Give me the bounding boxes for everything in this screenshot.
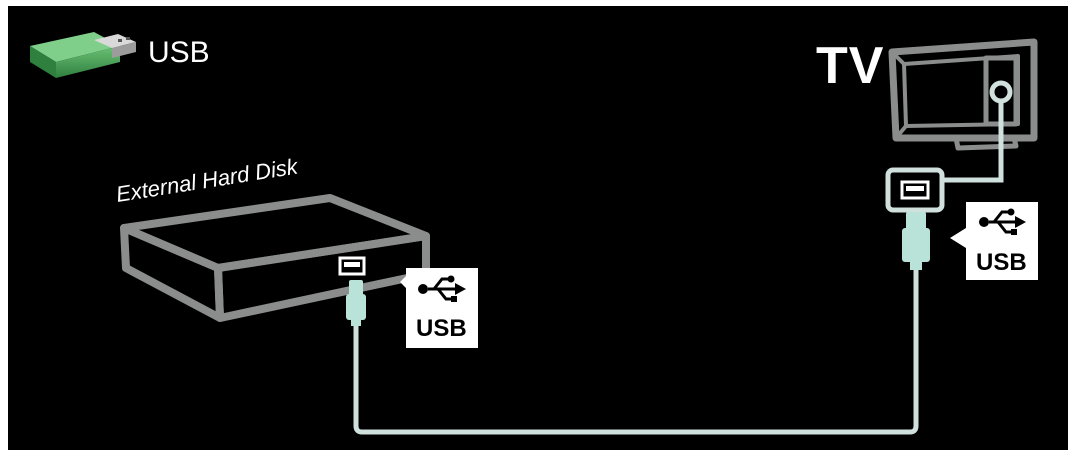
diagram-graphics: USB USB [30, 32, 1038, 435]
external-hard-disk [120, 194, 430, 322]
tv-icon [888, 38, 1038, 151]
usb-cable [353, 268, 919, 435]
disk-usb-plug [346, 280, 366, 326]
header-title: USB [148, 36, 210, 69]
tv-usb-plug [902, 212, 930, 270]
tv-usb-badge: USB [950, 202, 1038, 280]
tv-label: TV [816, 37, 885, 95]
tv-usb-port [885, 167, 945, 213]
usb-stick-icon [30, 32, 136, 78]
connection-diagram: USB USB USB TV External Hard Disk [8, 6, 1068, 450]
disk-usb-badge: USB [400, 268, 478, 348]
tv-usb-jack [942, 80, 1013, 183]
usb-trident-icon [418, 275, 466, 302]
disk-usb-badge-label: USB [416, 315, 467, 342]
disk-usb-port [338, 256, 366, 276]
usb-trident-icon [979, 208, 1026, 235]
tv-usb-badge-label: USB [976, 249, 1027, 276]
